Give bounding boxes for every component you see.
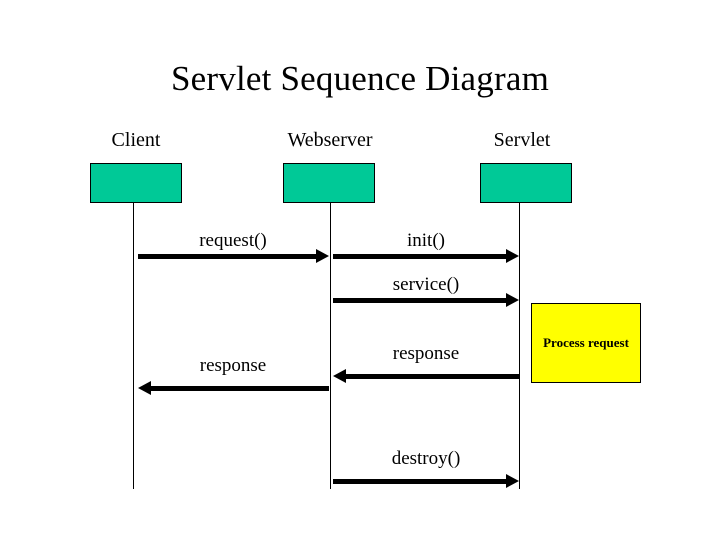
arrowhead-left-icon-response-servlet (333, 369, 346, 383)
lifeline-servlet (519, 203, 520, 489)
arrowhead-right-icon-service (506, 293, 519, 307)
message-label-response-servlet: response (392, 343, 460, 364)
arrowhead-left-icon-response-webserver (138, 381, 151, 395)
message-label-service: service() (392, 274, 460, 295)
message-label-response-webserver: response (199, 355, 267, 376)
lifeline-client (133, 203, 134, 489)
message-line-service (333, 298, 506, 303)
message-line-request (138, 254, 316, 259)
page-title: Servlet Sequence Diagram (171, 59, 549, 98)
activation-box-webserver (283, 163, 375, 203)
message-line-response-webserver (151, 386, 329, 391)
participant-label-webserver: Webserver (287, 129, 373, 151)
note-box-process-request: Process request (531, 303, 641, 383)
participant-label-servlet: Servlet (493, 129, 551, 151)
activation-box-client (90, 163, 182, 203)
arrowhead-right-icon-destroy (506, 474, 519, 488)
participant-label-client: Client (111, 129, 161, 151)
message-label-request: request() (199, 230, 267, 251)
arrowhead-right-icon-init (506, 249, 519, 263)
message-line-init (333, 254, 506, 259)
arrowhead-right-icon-request (316, 249, 329, 263)
note-text: Process request (543, 335, 629, 350)
activation-box-servlet (480, 163, 572, 203)
message-label-destroy: destroy() (391, 448, 461, 469)
message-label-init: init() (407, 230, 445, 251)
message-line-response-servlet (346, 374, 519, 379)
lifeline-webserver (330, 203, 331, 489)
message-line-destroy (333, 479, 506, 484)
